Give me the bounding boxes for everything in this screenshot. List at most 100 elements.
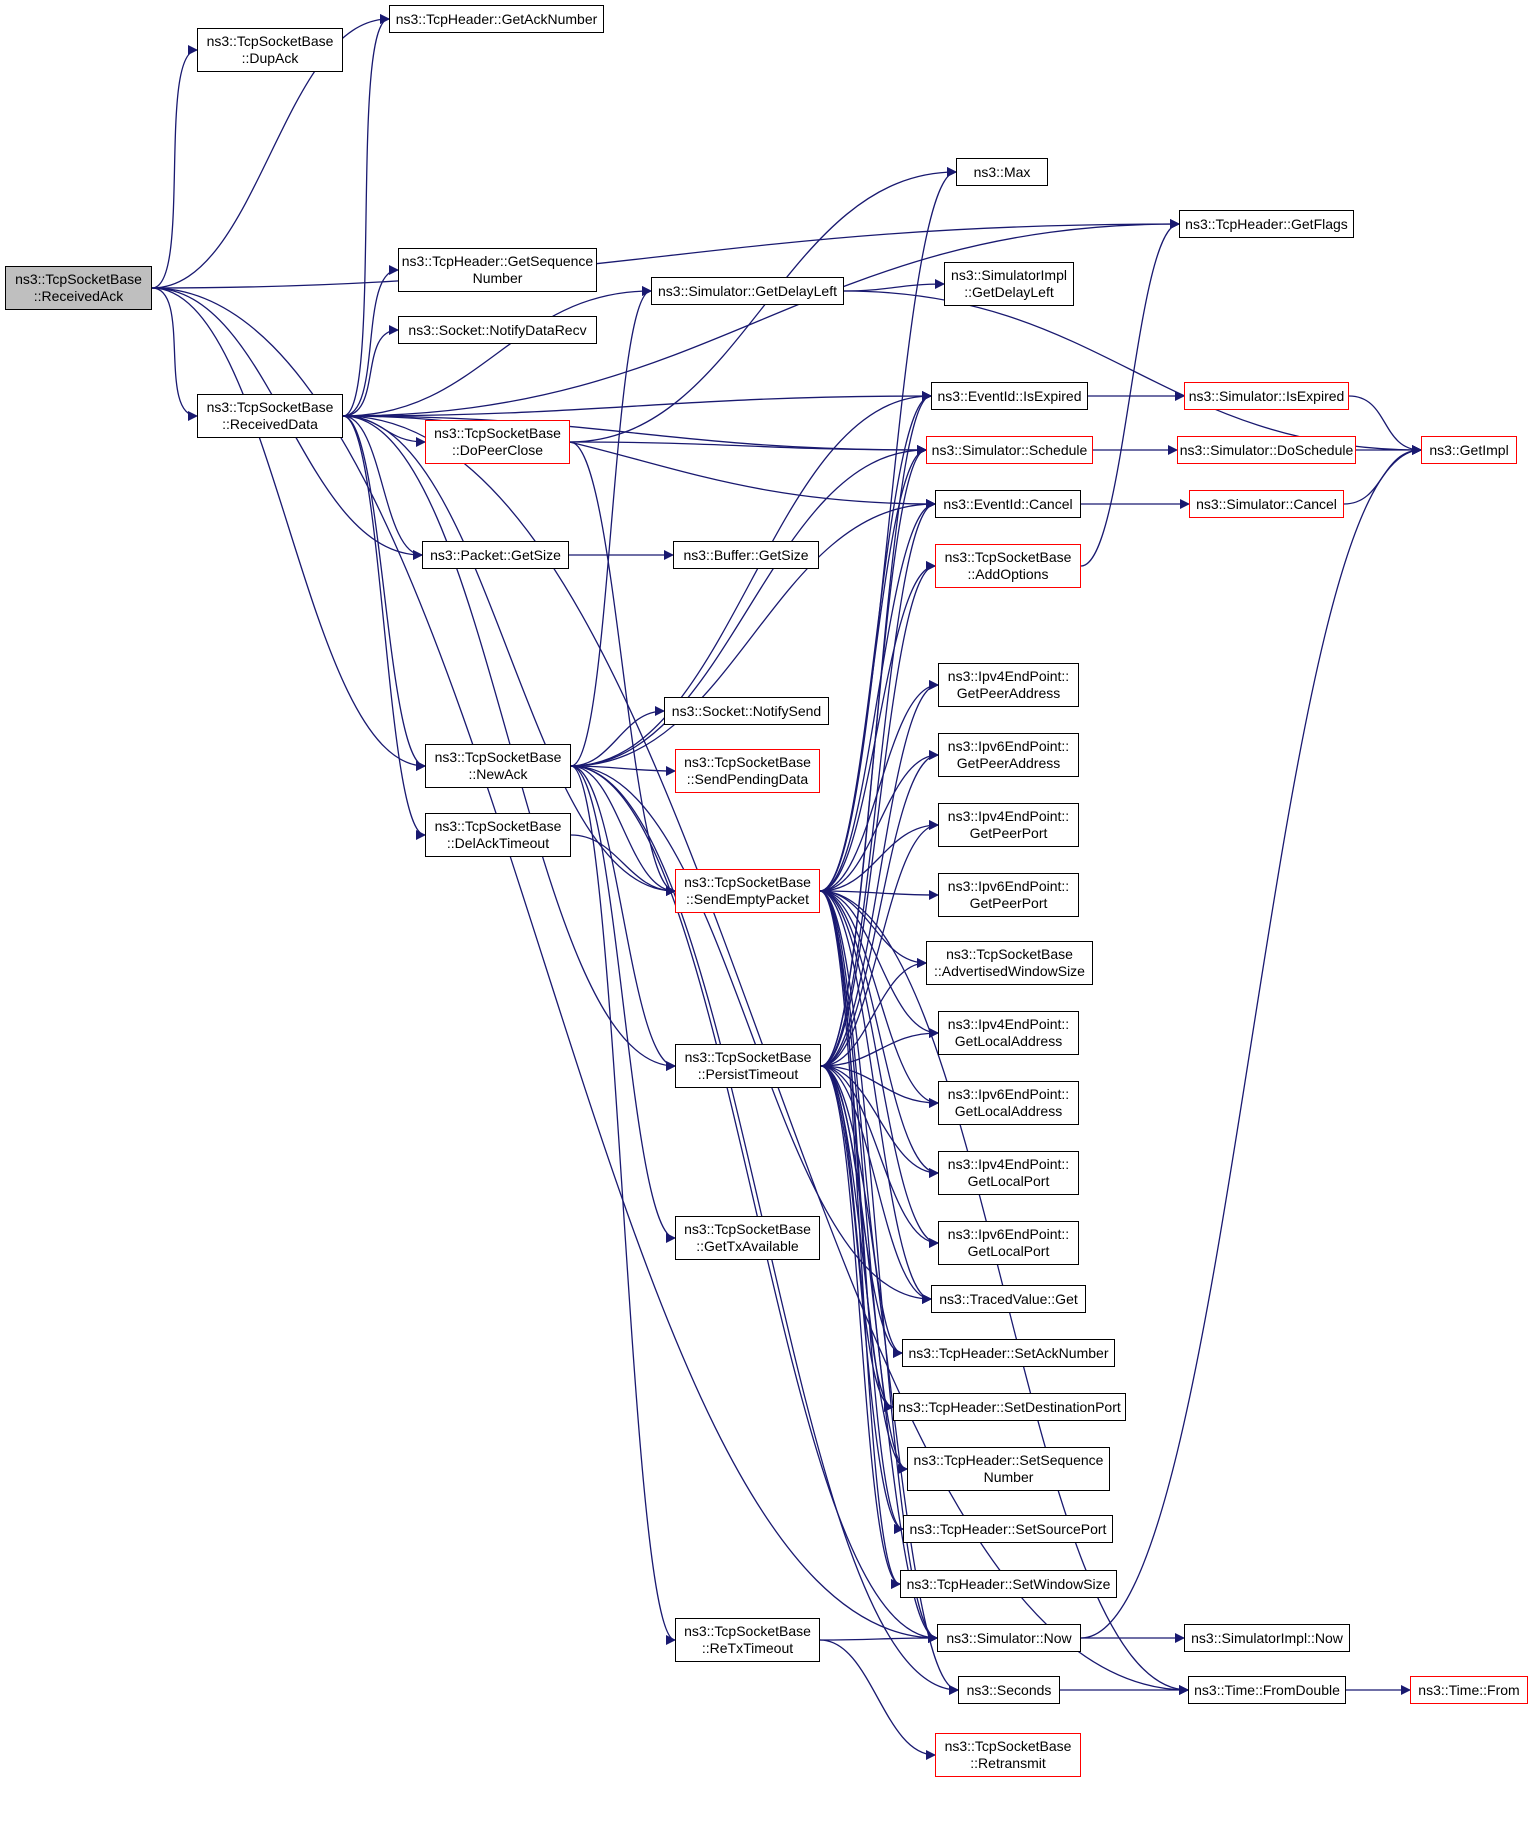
- node-label-line1: ns3::TcpSocketBase: [946, 946, 1073, 962]
- node-label-line2: ::DelAckTimeout: [446, 835, 550, 851]
- node-ipv4-local-port[interactable]: ns3::Ipv4EndPoint::GetLocalPort: [938, 1151, 1079, 1195]
- node-get-impl[interactable]: ns3::GetImpl: [1421, 436, 1517, 464]
- node-received-data[interactable]: ns3::TcpSocketBase::ReceivedData: [197, 394, 343, 438]
- node-label-line1: ns3::TcpSocketBase: [434, 749, 562, 765]
- node-label-line1: ns3::TcpHeader::GetSequence: [401, 253, 594, 269]
- node-label-line2: GetPeerAddress: [956, 685, 1061, 701]
- node-label-line1: ns3::TcpSocketBase: [944, 1738, 1072, 1754]
- edge-simGetDelayLeft-to-getImpl: [843, 290, 1422, 455]
- node-label-line1: ns3::TcpHeader::GetAckNumber: [395, 10, 598, 27]
- node-adv-win-size[interactable]: ns3::TcpSocketBase::AdvertisedWindowSize: [926, 941, 1093, 985]
- node-sim-do-schedule[interactable]: ns3::Simulator::DoSchedule: [1177, 436, 1356, 464]
- node-persist-timeout[interactable]: ns3::TcpSocketBase::PersistTimeout: [675, 1044, 821, 1088]
- node-send-pending-data[interactable]: ns3::TcpSocketBase::SendPendingData: [675, 749, 820, 793]
- node-del-ack-timeout[interactable]: ns3::TcpSocketBase::DelAckTimeout: [425, 813, 571, 857]
- node-label-line2: ::GetDelayLeft: [964, 284, 1054, 300]
- node-label-line1: ns3::TcpHeader::SetSequence: [913, 1452, 1104, 1468]
- edge-delAckTimeout-to-sendEmptyPacket: [570, 834, 676, 896]
- node-set-win-size[interactable]: ns3::TcpHeader::SetWindowSize: [900, 1570, 1117, 1598]
- node-set-dest-port[interactable]: ns3::TcpHeader::SetDestinationPort: [893, 1393, 1126, 1421]
- edge-persistTimeout-to-tracedGet: [820, 1065, 932, 1304]
- node-ipv6-peer-port[interactable]: ns3::Ipv6EndPoint::GetPeerPort: [938, 873, 1079, 917]
- node-label-line1: ns3::Simulator::Cancel: [1196, 495, 1337, 512]
- node-get-tx-available[interactable]: ns3::TcpSocketBase::GetTxAvailable: [675, 1216, 820, 1260]
- edge-receivedData-to-tcpGetFlags: [342, 219, 1180, 417]
- edge-simGetDelayLeft-to-simImplGetDelayLeft: [843, 279, 945, 292]
- node-time-from-double[interactable]: ns3::Time::FromDouble: [1188, 1676, 1346, 1704]
- node-sim-cancel[interactable]: ns3::Simulator::Cancel: [1189, 490, 1344, 518]
- node-re-tx-timeout[interactable]: ns3::TcpSocketBase::ReTxTimeout: [675, 1618, 820, 1662]
- node-sim-now[interactable]: ns3::Simulator::Now: [937, 1624, 1081, 1652]
- node-label-line2: GetPeerPort: [969, 825, 1048, 841]
- node-event-cancel[interactable]: ns3::EventId::Cancel: [935, 490, 1081, 518]
- edge-sendEmptyPacket-to-setAckNumber: [819, 890, 903, 1358]
- edge-sendEmptyPacket-to-tracedGet: [819, 890, 932, 1304]
- edge-receivedAck-to-tcpGetFlags: [151, 219, 1180, 289]
- node-sim-impl-get-delay-left[interactable]: ns3::SimulatorImpl::GetDelayLeft: [944, 262, 1074, 306]
- node-label-line1: ns3::Time::FromDouble: [1194, 1681, 1340, 1698]
- node-label-line2: ::GetTxAvailable: [696, 1238, 799, 1254]
- edge-persistTimeout-to-ipv6LocalPort: [820, 1065, 939, 1248]
- node-set-ack-number[interactable]: ns3::TcpHeader::SetAckNumber: [902, 1339, 1115, 1367]
- edge-receivedData-to-notifyDataRecv: [342, 325, 399, 417]
- edge-receivedData-to-simGetDelayLeft: [342, 286, 652, 417]
- node-seconds[interactable]: ns3::Seconds: [958, 1676, 1060, 1704]
- node-retransmit[interactable]: ns3::TcpSocketBase::Retransmit: [935, 1733, 1081, 1777]
- node-event-is-expired[interactable]: ns3::EventId::IsExpired: [931, 382, 1088, 410]
- edge-persistTimeout-to-ipv6PeerAddr: [820, 750, 939, 1067]
- node-label-line2: GetLocalPort: [967, 1173, 1050, 1189]
- node-label-line1: ns3::TcpHeader::SetDestinationPort: [898, 1398, 1121, 1415]
- edge-sendEmptyPacket-to-eventCancel: [819, 499, 936, 892]
- node-label-line1: ns3::Simulator::Now: [946, 1629, 1072, 1646]
- edge-reTxTimeout-to-simNow: [819, 1633, 938, 1644]
- edge-sendEmptyPacket-to-setSeqNumber: [819, 890, 908, 1474]
- node-set-src-port[interactable]: ns3::TcpHeader::SetSourcePort: [903, 1515, 1113, 1543]
- node-max[interactable]: ns3::Max: [956, 158, 1048, 186]
- edge-sendEmptyPacket-to-ipv6PeerAddr: [819, 750, 939, 892]
- node-time-from[interactable]: ns3::Time::From: [1410, 1676, 1528, 1704]
- node-sim-get-delay-left[interactable]: ns3::Simulator::GetDelayLeft: [651, 277, 844, 305]
- node-label-line1: ns3::TcpHeader::SetSourcePort: [909, 1520, 1107, 1537]
- node-ipv4-peer-port[interactable]: ns3::Ipv4EndPoint::GetPeerPort: [938, 803, 1079, 847]
- node-buffer-get-size[interactable]: ns3::Buffer::GetSize: [673, 541, 819, 569]
- node-new-ack[interactable]: ns3::TcpSocketBase::NewAck: [425, 744, 571, 788]
- edge-persistTimeout-to-setSeqNumber: [820, 1065, 908, 1474]
- node-send-empty-packet[interactable]: ns3::TcpSocketBase::SendEmptyPacket: [675, 869, 820, 913]
- node-tcp-get-flags[interactable]: ns3::TcpHeader::GetFlags: [1179, 210, 1354, 238]
- edge-receivedData-to-getSeqNumber: [342, 265, 399, 417]
- node-label-line2: ::SendEmptyPacket: [686, 891, 809, 907]
- node-label-line1: ns3::Time::From: [1418, 1681, 1520, 1698]
- node-ipv6-peer-addr[interactable]: ns3::Ipv6EndPoint::GetPeerAddress: [938, 733, 1079, 777]
- node-ipv4-peer-addr[interactable]: ns3::Ipv4EndPoint::GetPeerAddress: [938, 663, 1079, 707]
- node-traced-get[interactable]: ns3::TracedValue::Get: [931, 1285, 1086, 1313]
- node-ipv6-local-addr[interactable]: ns3::Ipv6EndPoint::GetLocalAddress: [938, 1081, 1079, 1125]
- edge-persistTimeout-to-simSchedule: [820, 445, 927, 1067]
- node-sim-schedule[interactable]: ns3::Simulator::Schedule: [926, 436, 1093, 464]
- node-label-line2: GetPeerPort: [969, 895, 1048, 911]
- node-label-line1: ns3::Ipv4EndPoint::: [947, 668, 1070, 684]
- node-notify-data-recv[interactable]: ns3::Socket::NotifyDataRecv: [398, 316, 597, 344]
- node-label-line1: ns3::Max: [973, 163, 1031, 180]
- edge-persistTimeout-to-addOptions: [820, 561, 936, 1067]
- edge-newAck-to-eventIsExpired: [570, 391, 932, 767]
- node-add-options[interactable]: ns3::TcpSocketBase::AddOptions: [935, 544, 1081, 588]
- node-get-ack-number[interactable]: ns3::TcpHeader::GetAckNumber: [389, 5, 604, 33]
- node-label-line1: ns3::TcpSocketBase: [684, 754, 811, 770]
- node-label-line1: ns3::TcpSocketBase: [684, 1049, 812, 1065]
- node-ipv6-local-port[interactable]: ns3::Ipv6EndPoint::GetLocalPort: [938, 1221, 1079, 1265]
- edge-simIsExpired-to-getImpl: [1348, 395, 1422, 455]
- node-label-line1: ns3::Simulator::GetDelayLeft: [658, 282, 837, 299]
- node-do-peer-close[interactable]: ns3::TcpSocketBase::DoPeerClose: [425, 420, 570, 464]
- node-dup-ack[interactable]: ns3::TcpSocketBase::DupAck: [197, 28, 343, 72]
- node-notify-send[interactable]: ns3::Socket::NotifySend: [664, 697, 829, 725]
- edge-persistTimeout-to-eventCancel: [820, 499, 936, 1067]
- node-label-line2: ::NewAck: [468, 766, 528, 782]
- node-sim-impl-now[interactable]: ns3::SimulatorImpl::Now: [1184, 1624, 1350, 1652]
- node-packet-get-size[interactable]: ns3::Packet::GetSize: [422, 541, 569, 569]
- node-sim-is-expired[interactable]: ns3::Simulator::IsExpired: [1184, 382, 1349, 410]
- node-ipv4-local-addr[interactable]: ns3::Ipv4EndPoint::GetLocalAddress: [938, 1011, 1079, 1055]
- edge-persistTimeout-to-advWinSize: [820, 958, 927, 1067]
- node-label-line1: ns3::TcpSocketBase: [944, 549, 1072, 565]
